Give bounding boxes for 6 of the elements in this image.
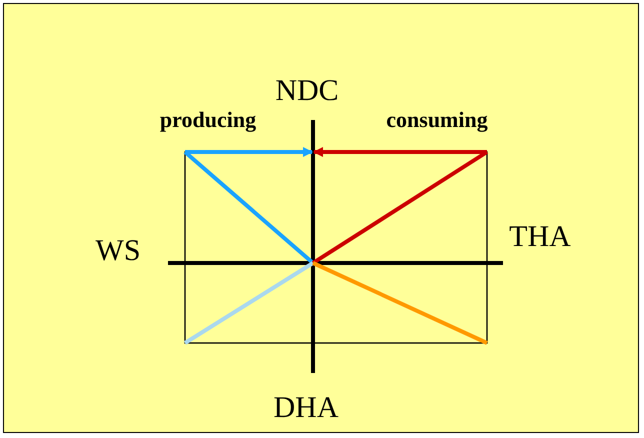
direction-label: consuming: [386, 109, 488, 131]
axis-label: THA: [509, 222, 571, 252]
axis-label: NDC: [275, 76, 339, 106]
direction-label: producing: [160, 109, 256, 131]
axis-label: DHA: [274, 393, 338, 423]
axis-label: WS: [96, 236, 140, 266]
